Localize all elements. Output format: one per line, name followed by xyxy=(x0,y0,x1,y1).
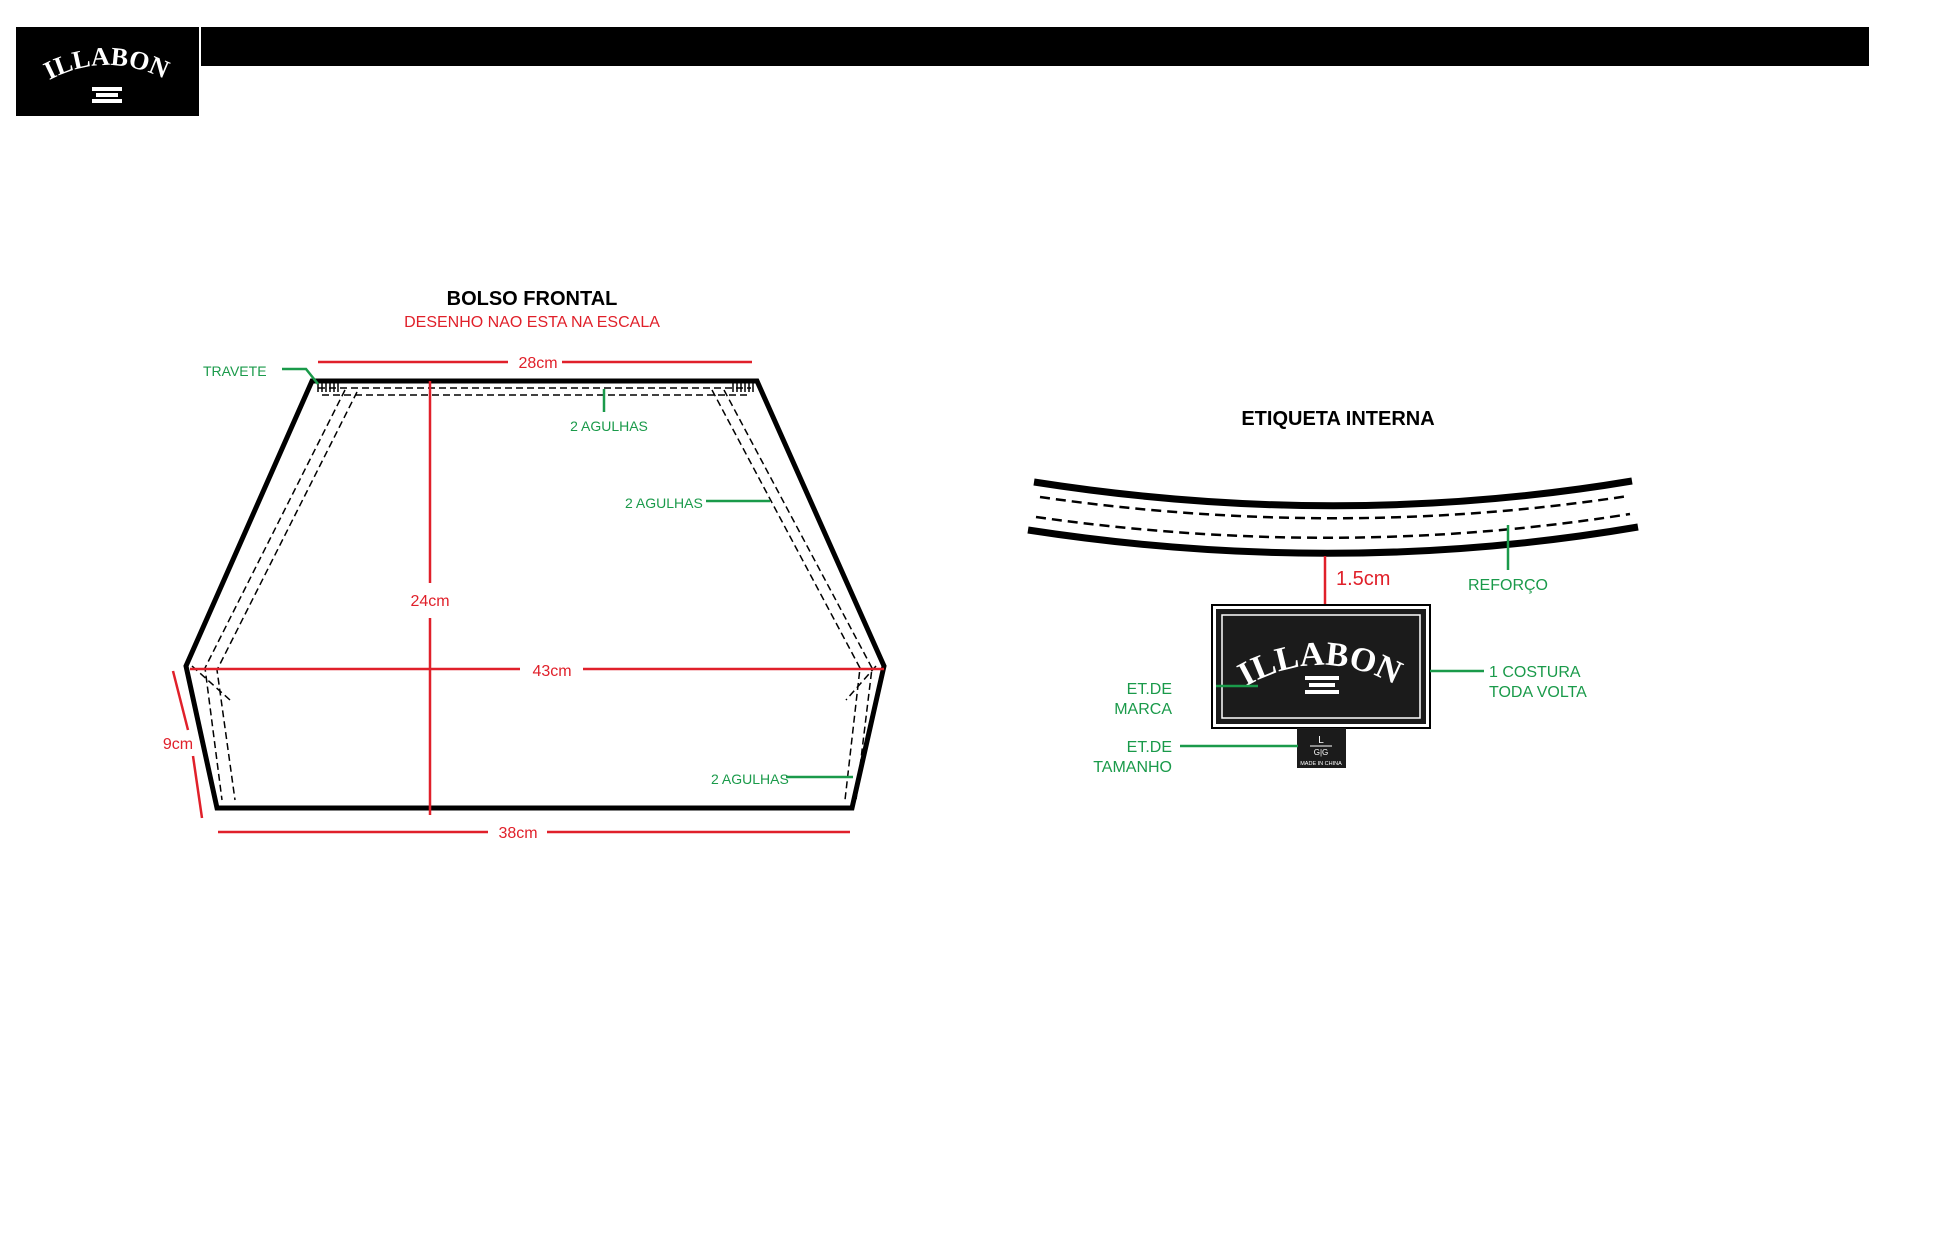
label-callout-lines xyxy=(1180,525,1510,748)
label-title: ETIQUETA INTERNA xyxy=(1241,408,1434,430)
callout-brand-label-2: MARCA xyxy=(1114,701,1172,718)
header-bar xyxy=(201,27,1869,66)
callout-stitch-1: 1 COSTURA xyxy=(1489,664,1581,681)
dim-top: 28cm xyxy=(518,355,557,372)
callout-reinforcement: REFORÇO xyxy=(1468,577,1548,594)
pocket-stitching xyxy=(191,387,877,801)
callout-needles-side: 2 AGULHAS xyxy=(625,495,703,511)
callout-size-label-2: TAMANHO xyxy=(1093,759,1172,776)
label-wordmark: BILLABONG xyxy=(0,0,1408,694)
pocket-callout-lines xyxy=(282,367,853,779)
travete-marks xyxy=(317,383,754,392)
pocket-title: BOLSO FRONTAL xyxy=(447,288,618,310)
size-tag: L G|G MADE IN CHINA xyxy=(1297,728,1346,768)
callout-stitch-2: TODA VOLTA xyxy=(1489,684,1587,701)
callout-needles-bottom: 2 AGULHAS xyxy=(711,771,789,787)
size-tag-origin: MADE IN CHINA xyxy=(1300,761,1342,767)
callout-size-label-1: ET.DE xyxy=(1127,739,1172,756)
dim-side: 9cm xyxy=(163,736,193,753)
callout-needles-top: 2 AGULHAS xyxy=(570,418,648,434)
dim-height: 24cm xyxy=(410,593,449,610)
dim-label-offset: 1.5cm xyxy=(1336,568,1390,590)
pocket-dimension-lines xyxy=(171,360,884,834)
collar-band xyxy=(1027,477,1639,557)
pocket-outline xyxy=(183,378,887,811)
size-tag-size-alt: G|G xyxy=(1314,748,1329,757)
size-tag-size: L xyxy=(1318,735,1324,746)
callout-travete: TRAVETE xyxy=(203,363,267,379)
dim-width: 43cm xyxy=(532,663,571,680)
pocket-subtitle: DESENHO NAO ESTA NA ESCALA xyxy=(404,314,660,331)
callout-brand-label-1: ET.DE xyxy=(1127,681,1172,698)
dim-bottom: 38cm xyxy=(498,825,537,842)
svg-text:BILLABONG: BILLABONG xyxy=(0,0,1408,694)
